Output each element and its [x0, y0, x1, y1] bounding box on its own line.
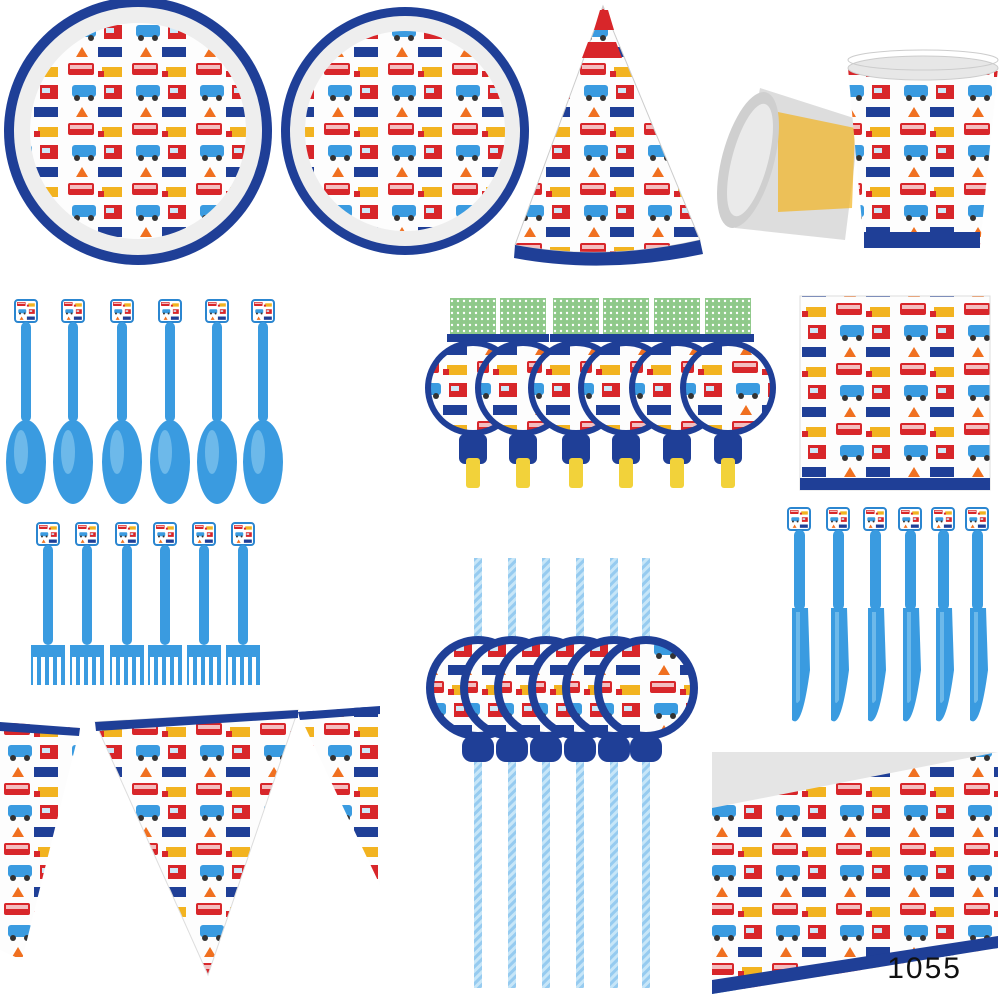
napkin	[799, 295, 991, 491]
spoons	[6, 300, 283, 504]
party-hat	[514, 4, 703, 266]
large-plate	[4, 0, 272, 265]
tablecloth	[712, 752, 998, 994]
party-blowers	[425, 298, 776, 488]
knives	[788, 508, 988, 721]
small-plate	[281, 7, 529, 255]
pennant-banner	[0, 706, 380, 977]
paper-cups	[717, 49, 999, 248]
straws	[426, 558, 698, 988]
product-code: 1055	[887, 952, 962, 985]
forks	[31, 523, 260, 685]
